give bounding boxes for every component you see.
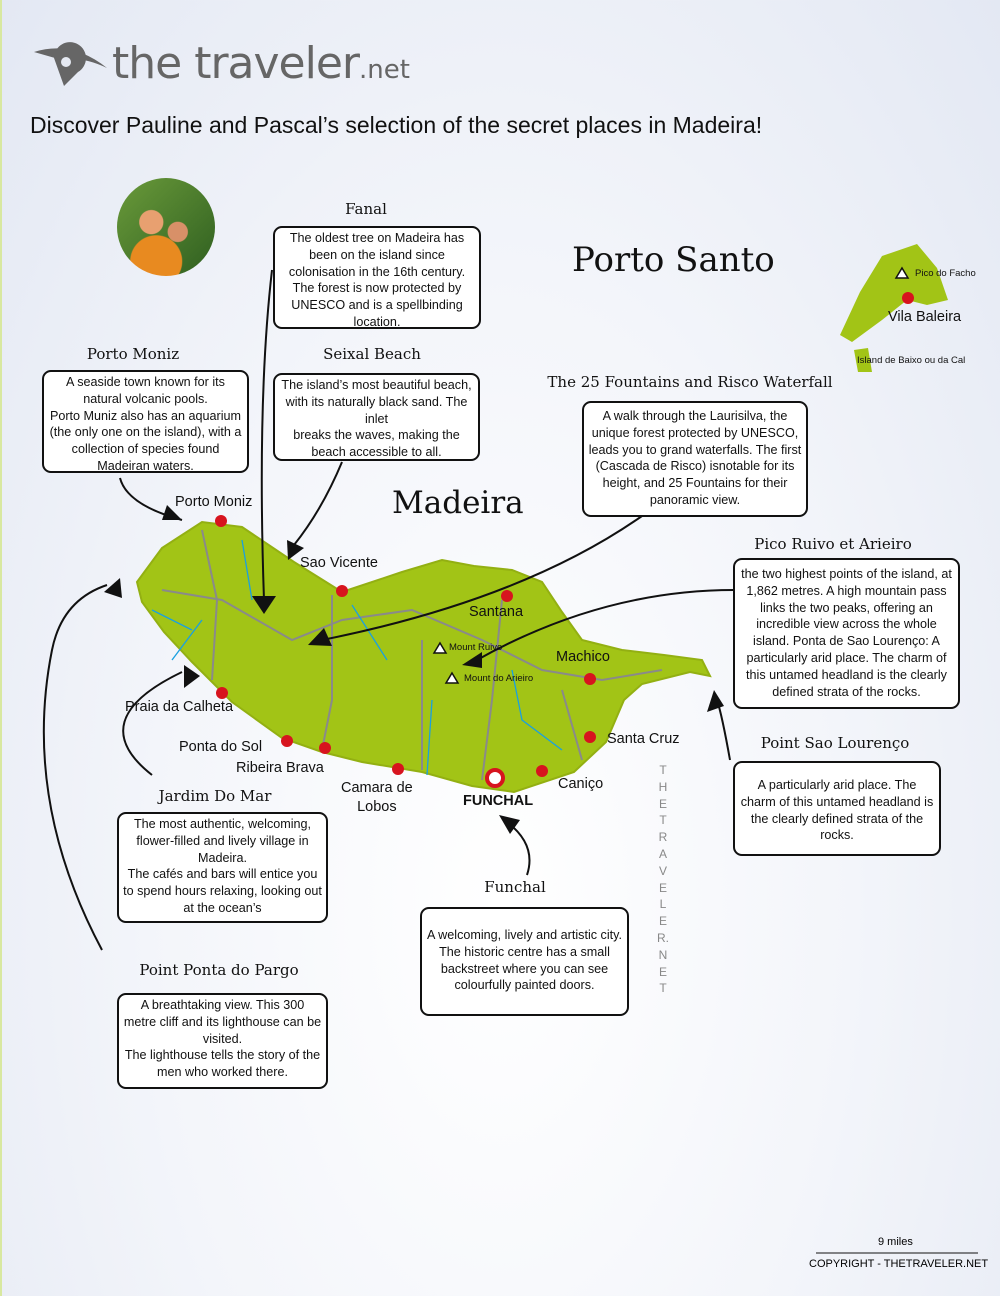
callout-title: Jardim Do Mar xyxy=(158,787,272,805)
logo-icon xyxy=(34,42,107,86)
callout-box: The most authentic, welcoming, flower-fi… xyxy=(117,812,328,923)
brand-logo[interactable]: the traveler.net xyxy=(112,38,410,89)
town-label: Sao Vicente xyxy=(300,555,378,571)
town-label-funchal: FUNCHAL xyxy=(463,793,534,809)
town-label: Caniço xyxy=(558,776,604,792)
avatar xyxy=(117,178,215,276)
callout-title: Funchal xyxy=(484,878,546,896)
region-porto-santo: Porto Santo xyxy=(572,240,775,280)
town-label: Praia da Calheta xyxy=(125,699,234,715)
callout-title: Porto Moniz xyxy=(86,345,180,363)
scale-label: 9 miles xyxy=(878,1236,913,1248)
town-label: Vila Baleira xyxy=(888,309,962,325)
island-label: Island de Baixo ou da Cal xyxy=(857,355,966,366)
callout-box: A particularly arid place. The charm of … xyxy=(733,761,941,856)
callout-box: The oldest tree on Madeira has been on t… xyxy=(273,226,481,329)
town-label: Camara de Lobos xyxy=(341,780,413,815)
callout-box: the two highest points of the island, at… xyxy=(733,558,960,709)
callout-title: Point Ponta do Pargo xyxy=(139,961,299,979)
watermark: THETRAVELER.NET xyxy=(657,763,669,996)
peak-markers xyxy=(432,266,910,684)
callout-title: Pico Ruivo et Arieiro xyxy=(754,535,912,553)
callout-title: The 25 Fountains and Risco Waterfall xyxy=(547,373,833,391)
callout-box: A seaside town known for its natural vol… xyxy=(42,370,249,473)
town-label: Machico xyxy=(556,649,610,665)
callout-box: A breathtaking view. This 300 metre clif… xyxy=(117,993,328,1089)
town-label: Ribeira Brava xyxy=(236,760,324,776)
page-title: Discover Pauline and Pascal’s selection … xyxy=(30,112,763,138)
callout-title: Seixal Beach xyxy=(323,345,421,363)
town-label: Santa Cruz xyxy=(607,731,680,747)
peak-label: Mount Ruivo xyxy=(449,642,503,653)
madeira-island xyxy=(135,520,712,794)
peak-label: Pico do Facho xyxy=(915,268,976,279)
funchal-marker xyxy=(485,768,505,788)
callout-box: A walk through the Laurisilva, the uniqu… xyxy=(582,401,808,517)
callout-box: A welcoming, lively and artistic city. T… xyxy=(420,907,629,1016)
region-madeira: Madeira xyxy=(392,485,524,521)
town-label: Ponta do Sol xyxy=(179,739,263,755)
town-markers xyxy=(215,292,914,777)
peak-label: Mount do Arieiro xyxy=(464,673,534,684)
callout-title: Point Sao Lourenço xyxy=(760,734,910,752)
town-label: Santana xyxy=(469,604,524,620)
porto-santo-island xyxy=(840,244,948,372)
town-label: Porto Moniz xyxy=(175,494,253,510)
callout-title: Fanal xyxy=(345,200,387,218)
callout-box: The island’s most beautiful beach, with … xyxy=(273,373,480,461)
copyright: COPYRIGHT - THETRAVELER.NET xyxy=(809,1258,989,1270)
